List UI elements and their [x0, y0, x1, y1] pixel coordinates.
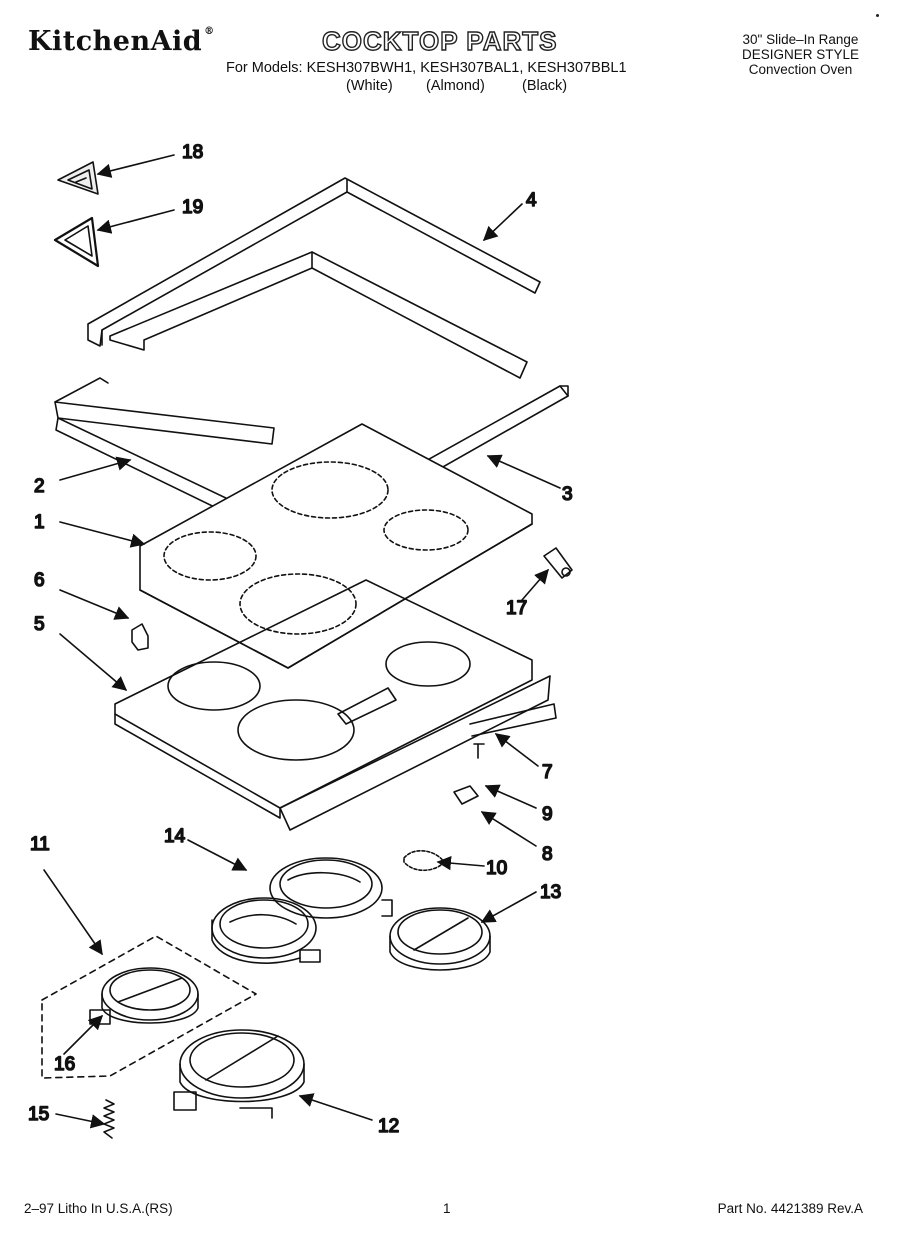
footer-litho: 2–97 Litho In U.S.A.(RS) [24, 1201, 173, 1216]
part-9-screw [473, 743, 485, 759]
part-17-connector [543, 547, 573, 579]
part-14-dual-element [211, 857, 393, 964]
color-white: (White) [346, 78, 393, 94]
range-line-2: DESIGNER STYLE [741, 47, 859, 62]
color-almond: (Almond) [426, 78, 485, 94]
callout-14: 14 [164, 826, 186, 847]
page-title: COCKTOP PARTS [321, 25, 558, 56]
brand-name: KitchenAid [28, 26, 203, 57]
callout-18: 18 [182, 142, 203, 163]
part-5-burner-box [114, 579, 557, 831]
models-line: For Models: KESH307BWH1, KESH307BAL1, KE… [226, 60, 627, 76]
part-10-wire-nut [403, 850, 445, 872]
part-6-clip [131, 623, 149, 651]
range-line-1: 30" Slide–In Range [742, 32, 859, 47]
footer-page-number: 1 [443, 1201, 451, 1216]
brand-logo: KitchenAid® [28, 26, 215, 57]
corner-dot [876, 14, 879, 17]
color-black: (Black) [522, 78, 568, 94]
callout-5: 5 [34, 614, 45, 635]
part-18-triangle-cap [57, 161, 99, 195]
range-line-3: Convection Oven [748, 62, 853, 77]
callout-15: 15 [28, 1104, 49, 1125]
callout-9: 9 [542, 804, 553, 825]
callout-12: 12 [378, 1116, 399, 1137]
part-8-bracket [453, 785, 479, 805]
part-15-spring [103, 1099, 115, 1139]
part-12-element [173, 1029, 305, 1119]
footer-part-number: Part No. 4421389 Rev.A [717, 1201, 863, 1216]
callout-17: 17 [506, 598, 527, 619]
callout-7: 7 [542, 762, 553, 783]
callout-labels: 18 19 4 2 3 1 6 17 5 7 9 8 14 10 11 13 1… [27, 141, 573, 1138]
part-19-triangle-trim [53, 216, 100, 268]
callout-6: 6 [34, 570, 45, 591]
callout-16: 16 [54, 1054, 75, 1075]
part-13-element-ring [389, 907, 491, 971]
part-1-glass-cooktop [139, 423, 533, 669]
part-16-element [89, 967, 199, 1025]
part-4-trim-frame [87, 177, 541, 379]
callout-3: 3 [562, 484, 573, 505]
callout-10: 10 [486, 858, 507, 879]
leader-lines [43, 154, 561, 1129]
range-description: 30" Slide–In Range DESIGNER STYLE Convec… [742, 32, 859, 77]
callout-1: 1 [34, 512, 45, 533]
callout-19: 19 [182, 197, 203, 218]
part-11-optional-kit [41, 935, 257, 1079]
callout-8: 8 [542, 844, 553, 865]
callout-2: 2 [34, 476, 45, 497]
callout-4: 4 [526, 190, 537, 211]
callout-13: 13 [540, 882, 561, 903]
callout-11: 11 [30, 834, 50, 855]
